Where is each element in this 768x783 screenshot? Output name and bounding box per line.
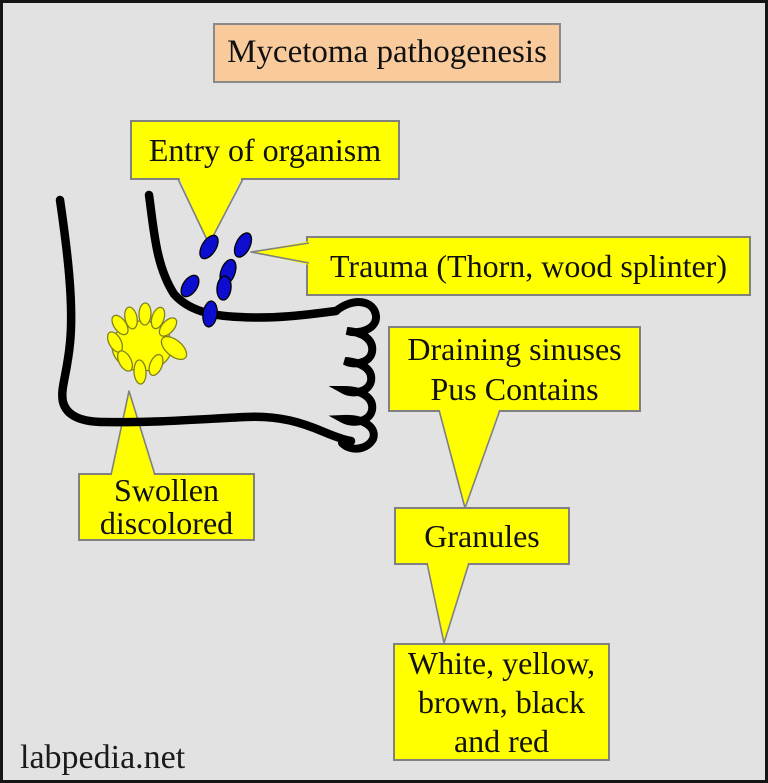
organism-oval: [202, 300, 218, 328]
swelling-oval: [133, 359, 147, 385]
organism-oval: [199, 234, 219, 260]
swelling-oval: [148, 353, 164, 377]
callout-granules: Granules: [394, 507, 570, 565]
callout-draining-line2: Pus Contains: [430, 371, 599, 407]
swelling-oval: [111, 314, 129, 336]
pointer-entry-edge: [177, 178, 244, 245]
callout-entry-of-organism: Entry of organism: [130, 120, 400, 180]
swelling-oval: [124, 306, 138, 330]
swelling-center-blob: [111, 320, 173, 372]
swelling-oval: [116, 350, 134, 372]
pointer-swollen: [111, 391, 155, 478]
callout-granule-colors-line3: and red: [453, 722, 550, 759]
pointer-entry: [178, 175, 243, 244]
pointer-draining-to-granules: [439, 407, 500, 508]
swelling-oval: [150, 306, 166, 330]
swelling-oval-large: [160, 335, 188, 361]
swelling-oval: [158, 317, 178, 337]
callout-draining-line1: Draining sinuses: [407, 331, 622, 367]
foot-outline-icon: [55, 190, 380, 453]
organism-ovals-icon: [180, 232, 253, 328]
callout-trauma-label: Trauma (Thorn, wood splinter): [330, 247, 727, 284]
pointer-granules-edge: [426, 562, 470, 644]
swelling-oval: [106, 331, 124, 353]
organism-oval: [180, 274, 200, 298]
pointer-trauma: [251, 241, 310, 265]
callout-trauma: Trauma (Thorn, wood splinter): [306, 236, 751, 296]
swelling-oval: [138, 302, 152, 326]
pointer-trauma-edge: [250, 242, 310, 264]
pointer-swollen-edge: [110, 390, 156, 476]
callout-entry-label: Entry of organism: [148, 131, 382, 168]
callout-swollen-line1: Swollen: [114, 472, 219, 508]
watermark: labpedia.net: [20, 739, 186, 776]
pointer-draining-edge: [438, 409, 501, 509]
organism-oval: [216, 275, 232, 301]
foot-toes-squiggle: [328, 298, 380, 453]
pointer-granules-to-colors: [427, 560, 469, 643]
swelling-ovals-icon: [106, 302, 188, 385]
title-box: Mycetoma pathogenesis: [213, 23, 561, 83]
page-title: Mycetoma pathogenesis: [227, 34, 547, 71]
callout-granule-colors-line2: brown, black: [417, 683, 586, 720]
organism-oval: [233, 232, 253, 258]
callout-granule-colors-line1: White, yellow,: [407, 644, 596, 681]
organism-oval: [219, 258, 237, 286]
callout-swollen-line2: discolored: [99, 505, 234, 541]
callout-granules-label: Granules: [424, 517, 540, 554]
callout-draining-sinuses: Draining sinuses Pus Contains: [388, 326, 641, 412]
callout-granule-colors: White, yellow, brown, black and red: [393, 643, 610, 761]
callout-swollen-discolored: Swollen discolored: [78, 473, 255, 541]
